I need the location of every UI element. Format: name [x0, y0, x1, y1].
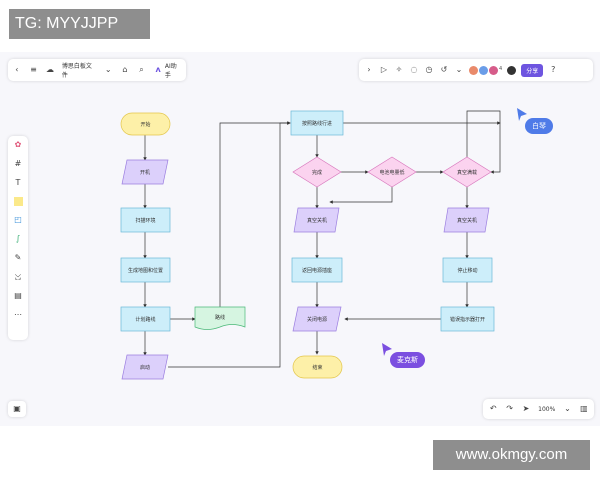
node-label: 按照路线行进 [302, 120, 332, 127]
cursor-pointer-icon [382, 343, 392, 356]
node-label: 关闭电源 [307, 316, 327, 323]
minimap-icon: ▣ [13, 404, 21, 413]
collaborator-cursor-label: 麦克斯 [390, 352, 425, 368]
back-icon[interactable]: ‹ [15, 65, 19, 74]
frame-icon[interactable]: # [14, 159, 22, 168]
more-icon[interactable]: ⋯ [14, 310, 22, 319]
node-done[interactable]: 完成 [292, 156, 342, 188]
node-stop-move[interactable]: 停止移动 [442, 257, 493, 283]
ai-logo-icon: ᴧ [155, 65, 161, 74]
avatar [489, 65, 498, 75]
book-icon[interactable]: ▥ [580, 404, 588, 413]
node-scan-env[interactable]: 扫描环境 [120, 207, 171, 233]
node-label: 返回电源插座 [302, 267, 332, 274]
node-plan-route[interactable]: 计划路线 [120, 306, 171, 332]
avatar-count: 4 [499, 65, 503, 72]
node-label: 结束 [312, 364, 322, 371]
avatar [479, 65, 488, 75]
sticky-note-icon[interactable] [13, 197, 23, 206]
pen-icon[interactable]: ✎ [14, 253, 22, 262]
chevron-right-icon[interactable]: › [367, 65, 371, 74]
user-avatar[interactable] [507, 65, 517, 75]
node-label: 生成地图和位置 [128, 267, 163, 274]
node-battery[interactable]: 电池电量低 [367, 156, 417, 188]
node-label: 停止移动 [457, 267, 477, 274]
node-label: 错误指示器打开 [450, 316, 485, 323]
minimap-button[interactable]: ▣ [8, 401, 26, 417]
node-gen-map[interactable]: 生成地图和位置 [120, 257, 171, 283]
mindmap-icon[interactable]: ⤩ [14, 272, 22, 281]
bottom-right-controls: ↶ ↷ ➤ 100% ⌄ ▥ [483, 399, 594, 419]
node-shutdown[interactable]: 关闭电源 [292, 306, 342, 332]
history-icon[interactable]: ↺ [440, 65, 448, 74]
node-launch[interactable]: 启动 [121, 354, 169, 380]
top-right-toolbar: › ▷ ✧ ◌ ◷ ↺ ⌄ 4 分享 ? [359, 59, 593, 81]
node-follow-route[interactable]: 按照路线行进 [290, 110, 344, 136]
shape-icon[interactable]: ◰ [14, 215, 22, 224]
node-route-doc[interactable]: 路线 [194, 306, 246, 330]
template-icon[interactable]: ▤ [14, 291, 22, 300]
cursor-pointer-icon [517, 108, 527, 121]
tag-icon[interactable]: ⌂ [122, 65, 128, 74]
node-label: 真空满载 [457, 169, 477, 176]
left-tool-panel: ✿ # T ◰ ∫ ✎ ⤩ ▤ ⋯ [8, 136, 28, 340]
zoom-level[interactable]: 100% [538, 405, 556, 413]
menu-icon[interactable]: ≡ [30, 65, 37, 74]
node-label: 路线 [215, 314, 225, 321]
comment-icon[interactable]: ◌ [410, 65, 418, 74]
more-down-icon[interactable]: ⌄ [455, 65, 463, 74]
node-return-dock[interactable]: 返回电源插座 [291, 257, 343, 283]
node-end[interactable]: 结束 [292, 355, 343, 379]
node-label: 电池电量低 [379, 169, 404, 176]
ai-assistant-label: AI助手 [164, 63, 177, 79]
redo-icon[interactable]: ↷ [506, 404, 513, 413]
cloud-icon: ☁ [46, 65, 55, 74]
magic-icon[interactable]: ✧ [395, 65, 403, 74]
node-label: 启动 [140, 364, 150, 371]
timer-icon[interactable]: ◷ [425, 65, 433, 74]
collaborator-cursor-label: 白琴 [525, 118, 553, 134]
node-power-on[interactable]: 开机 [121, 159, 169, 185]
connector-lines [143, 110, 501, 368]
undo-icon[interactable]: ↶ [489, 404, 497, 413]
node-vacuum-full[interactable]: 真空满载 [442, 156, 492, 188]
node-vacuum-off-2[interactable]: 真空关机 [443, 207, 490, 233]
node-label: 开始 [140, 121, 150, 128]
collaborator-avatars[interactable]: 4 [469, 65, 503, 75]
ai-assistant-button[interactable]: ᴧ AI助手 [153, 61, 182, 79]
node-label: 开机 [140, 169, 150, 176]
text-icon[interactable]: T [15, 178, 21, 187]
help-icon[interactable]: ? [551, 65, 556, 74]
node-vacuum-off-1[interactable]: 真空关机 [293, 207, 340, 233]
top-left-toolbar: ‹ ≡ ☁ 博思白板文件 ⌄ ⌂ ⌕ ᴧ AI助手 [8, 59, 186, 81]
node-label: 完成 [312, 169, 322, 176]
chevron-down-icon[interactable]: ⌄ [564, 404, 571, 413]
file-title[interactable]: 博思白板文件 [61, 63, 92, 79]
node-start[interactable]: 开始 [120, 112, 171, 136]
avatar [469, 65, 478, 75]
node-label: 真空关机 [307, 217, 327, 224]
watermark-top: TG: MYYJJPP [9, 9, 150, 39]
search-icon[interactable]: ⌕ [139, 65, 144, 74]
play-icon[interactable]: ▷ [380, 65, 388, 74]
palette-icon[interactable]: ✿ [14, 140, 22, 149]
node-error-light[interactable]: 错误指示器打开 [440, 306, 495, 332]
watermark-bottom: www.okmgy.com [433, 440, 590, 470]
node-label: 扫描环境 [135, 217, 155, 224]
node-label: 计划路线 [135, 316, 155, 323]
connector-icon[interactable]: ∫ [15, 234, 21, 243]
share-button[interactable]: 分享 [521, 63, 544, 77]
node-label: 真空关机 [457, 217, 477, 224]
select-pointer-icon[interactable]: ➤ [522, 404, 530, 413]
chevron-down-icon[interactable]: ⌄ [104, 65, 112, 74]
